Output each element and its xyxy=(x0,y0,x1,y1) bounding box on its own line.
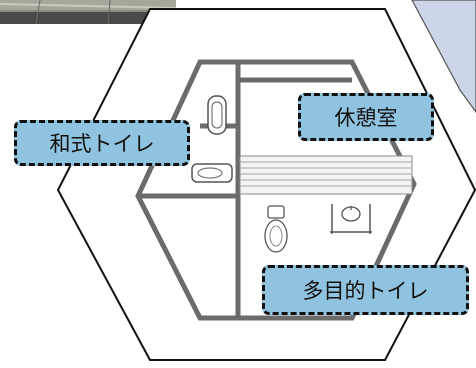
photo-thumbnail xyxy=(0,0,177,25)
map-corner xyxy=(411,0,476,114)
western-toilet-icon xyxy=(264,205,288,253)
multipurpose-toilet-label: 多目的トイレ xyxy=(262,265,469,315)
sink-icon xyxy=(330,204,372,234)
japanese-toilet-label: 和式トイレ xyxy=(14,120,190,166)
squat-toilet-icon xyxy=(191,163,233,183)
urinal-icon xyxy=(207,95,227,135)
bench-icon xyxy=(239,155,413,195)
rest-room-label: 休憩室 xyxy=(298,93,434,141)
